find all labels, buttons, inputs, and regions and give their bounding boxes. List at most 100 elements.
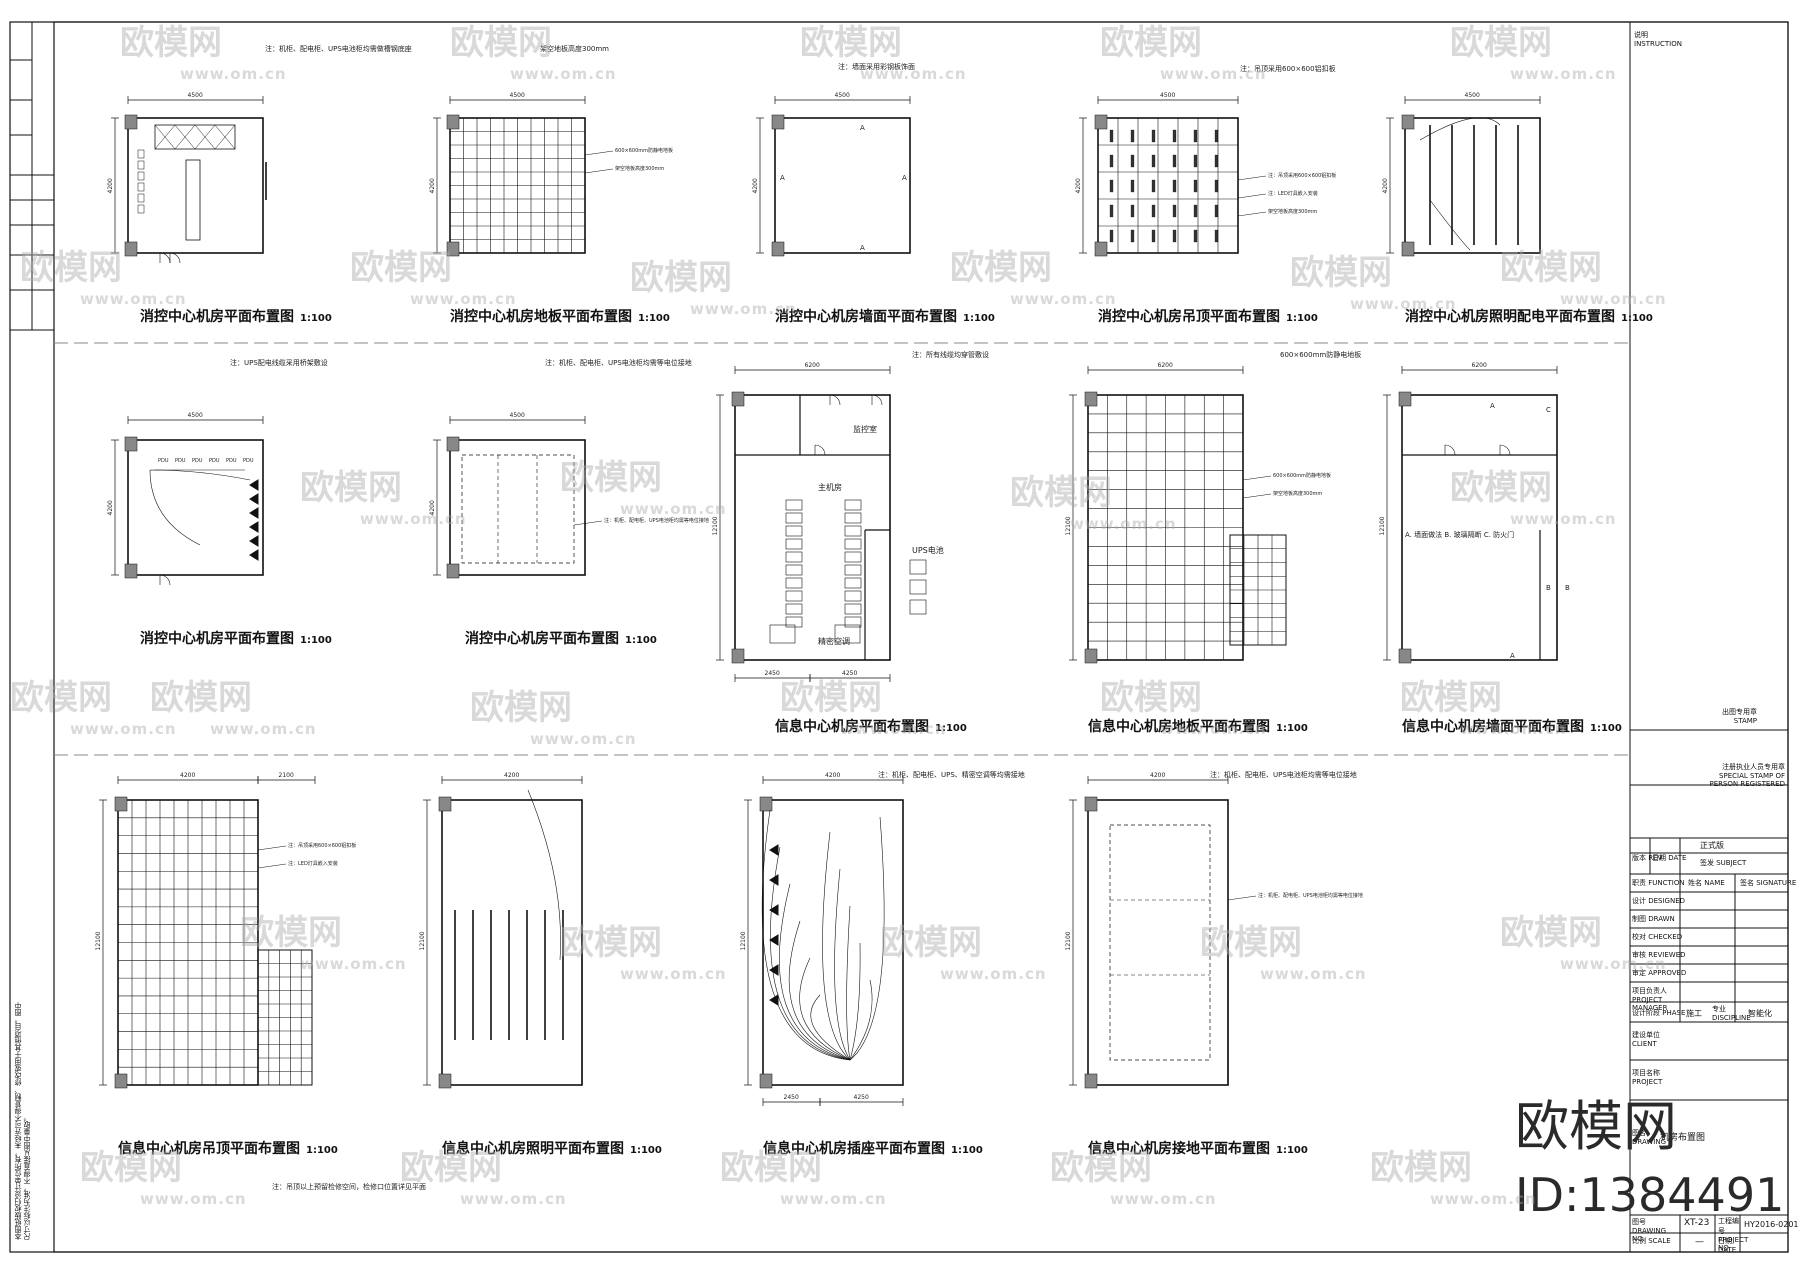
tb-discipline: 专业 DISCIPLINE [1712, 1005, 1751, 1022]
tb-checker: 校对 CHECKED [1632, 933, 1683, 941]
tb-discipline-value: 智能化 [1748, 1009, 1772, 1018]
dimension-label: 4200 [504, 772, 519, 779]
circuit-wire [846, 905, 851, 1061]
tb-phase: 设计阶段 PHASE [1632, 1009, 1686, 1017]
note-7: 注：机柜、配电柜、UPS电池柜均需等电位接地 [545, 359, 692, 367]
cabinet-unit [844, 499, 862, 511]
cabinet-unit [844, 525, 862, 537]
column [124, 436, 138, 452]
leader-note: 600×600mm防静电地板 [615, 147, 673, 154]
door-swing [159, 252, 171, 264]
dimension-label: 4200 [825, 772, 840, 779]
column [124, 563, 138, 579]
column [124, 114, 138, 130]
dimension-label: 6200 [1158, 362, 1173, 369]
cabinet-unit [844, 603, 862, 615]
label-c: C [1546, 406, 1551, 414]
pdu-label: PDU [209, 458, 220, 464]
circuit-wire [799, 957, 851, 1061]
light-fixture [1130, 204, 1135, 218]
tb-signature: 签名 SIGNATURE [1740, 879, 1797, 887]
leader-note: 架空地板高度300mm [1268, 208, 1317, 215]
column [1094, 114, 1108, 130]
cabinet-unit [137, 149, 145, 159]
cabinet-unit [844, 590, 862, 602]
dimension-label: 4500 [188, 412, 203, 419]
note-9: 注：机柜、配电柜、UPS、精密空调等均需接地 [878, 771, 1025, 779]
ceiling-grid [258, 950, 312, 1085]
door-swing [1499, 444, 1511, 456]
dimension-label: 6200 [1472, 362, 1487, 369]
light-fixture [1193, 179, 1198, 193]
column [438, 796, 452, 812]
column [1094, 241, 1108, 257]
tb-subject: 签发 SUBJECT [1700, 859, 1747, 867]
light-fixture [1214, 179, 1219, 193]
plan12-room [441, 799, 583, 1086]
outlet-symbol [249, 507, 259, 519]
cabinet-unit [785, 590, 803, 602]
light-fixture [1109, 154, 1114, 168]
pdu-label: PDU [226, 458, 237, 464]
light-fixture [1172, 229, 1177, 243]
dimension-label: 4200 [180, 772, 195, 779]
column [1084, 391, 1098, 407]
cabinet-unit [785, 616, 803, 628]
console-desk [185, 159, 201, 241]
light-fixture [1193, 154, 1198, 168]
column [1398, 391, 1412, 407]
cabinet-unit [785, 564, 803, 576]
door-swing [871, 394, 883, 406]
light-fixture [1151, 204, 1156, 218]
outlet-symbol [769, 994, 779, 1006]
dimension-label: 4200 [1075, 178, 1082, 193]
floor-grid [450, 118, 585, 253]
circuit-wire [770, 846, 851, 1061]
label-monitor-room: 监控室 [853, 425, 877, 434]
leader-note: 注：LED灯具嵌入安装 [288, 860, 338, 867]
outlet-symbol [769, 964, 779, 976]
light-fixture [1214, 129, 1219, 143]
ceiling-grid [1098, 118, 1238, 253]
note-4: 注：吊顶采用600×600铝扣板 [1240, 65, 1336, 73]
cabinet-unit [785, 525, 803, 537]
column [1084, 1073, 1098, 1089]
dimension-label: 12100 [419, 931, 426, 950]
door-swing [814, 444, 826, 456]
dimension-label: 2450 [765, 670, 780, 677]
wiring [149, 469, 251, 546]
dimension-label: 4200 [429, 178, 436, 193]
label-a: A [902, 174, 907, 182]
battery-rack [909, 599, 927, 615]
floor-grid [1088, 395, 1243, 660]
tb-designer: 设计 DESIGNED [1632, 897, 1686, 905]
tb-project-no: HY2016-0201 [1744, 1220, 1799, 1229]
leader-note: 注：LED灯具嵌入安装 [1268, 190, 1318, 197]
dimension-label: 4500 [188, 92, 203, 99]
cabinet-unit [137, 204, 145, 214]
column [731, 648, 745, 664]
dimension-label: 4500 [1465, 92, 1480, 99]
light-fixture [1109, 204, 1114, 218]
column [1401, 114, 1415, 130]
dimension-label: 4200 [107, 500, 114, 515]
column [446, 436, 460, 452]
light-fixture [1130, 179, 1135, 193]
grounding-ring [1109, 824, 1211, 1061]
floor-plans: 4500 4200 4500 4200 600×600mm防静电地板架空地板高度300m… [95, 92, 1570, 1106]
column [446, 241, 460, 257]
light-fixture [1214, 204, 1219, 218]
outlet-symbol [249, 493, 259, 505]
battery-rack [909, 559, 927, 575]
tb-drawing-no: XT-23 [1684, 1218, 1710, 1228]
